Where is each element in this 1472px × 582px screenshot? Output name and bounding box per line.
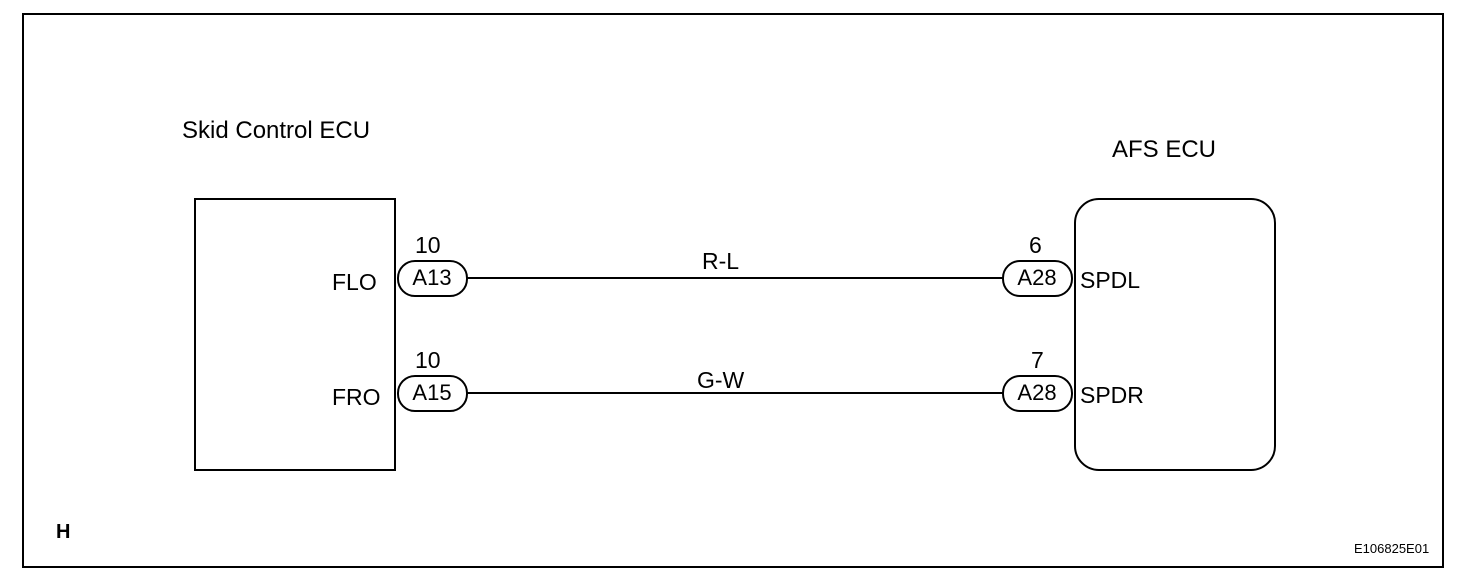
pin-number-fro: 10: [415, 347, 441, 373]
diagram-frame: [22, 13, 1444, 568]
connector-a15-outline: [397, 375, 468, 412]
terminal-flo: FLO: [332, 269, 377, 295]
figure-code: E106825E01: [1354, 541, 1430, 556]
connector-a15-label: A15: [412, 380, 452, 405]
corner-mark: H: [56, 521, 71, 543]
connector-a28-top-outline: [1002, 260, 1073, 297]
wire-color-g-w: G-W: [697, 367, 745, 393]
connector-a28-top-label: A28: [1017, 265, 1057, 290]
terminal-spdr: SPDR: [1080, 382, 1144, 408]
pin-number-spdr: 7: [1031, 347, 1044, 373]
connector-a13-label: A13: [412, 265, 452, 290]
connector-a13-outline: [397, 260, 468, 297]
pin-number-spdl: 6: [1029, 232, 1042, 258]
skid-control-ecu-box: [194, 198, 396, 471]
connector-a28-bottom-outline: [1002, 375, 1073, 412]
terminal-spdl: SPDL: [1080, 267, 1141, 293]
terminal-fro: FRO: [332, 384, 381, 410]
skid-control-ecu-label: Skid Control ECU: [182, 117, 371, 144]
connector-a28-bottom-label: A28: [1017, 380, 1057, 405]
afs-ecu-label: AFS ECU: [1112, 136, 1217, 163]
afs-ecu-box: [1074, 198, 1276, 471]
wire-color-r-l: R-L: [702, 248, 740, 274]
pin-number-flo: 10: [415, 232, 441, 258]
